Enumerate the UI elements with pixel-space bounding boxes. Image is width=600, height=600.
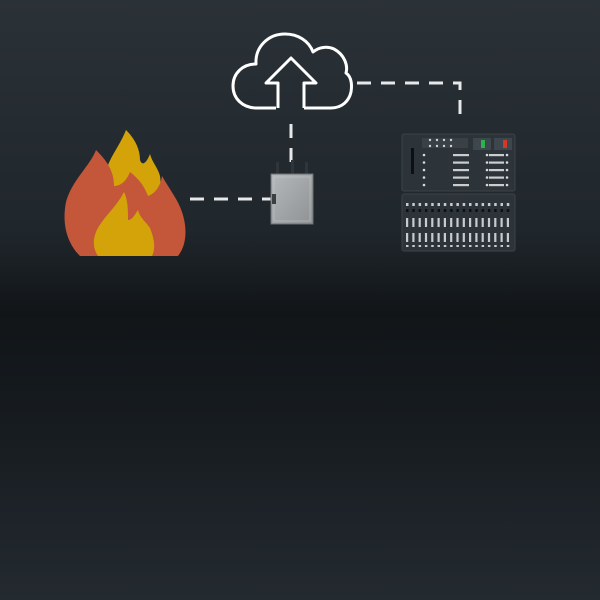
fire-icon [64, 130, 186, 256]
link-cloud-to-rack [357, 81, 462, 124]
server-rack-icon [401, 133, 516, 252]
cloud-upload-icon [231, 32, 353, 110]
router-box-icon [270, 160, 314, 225]
